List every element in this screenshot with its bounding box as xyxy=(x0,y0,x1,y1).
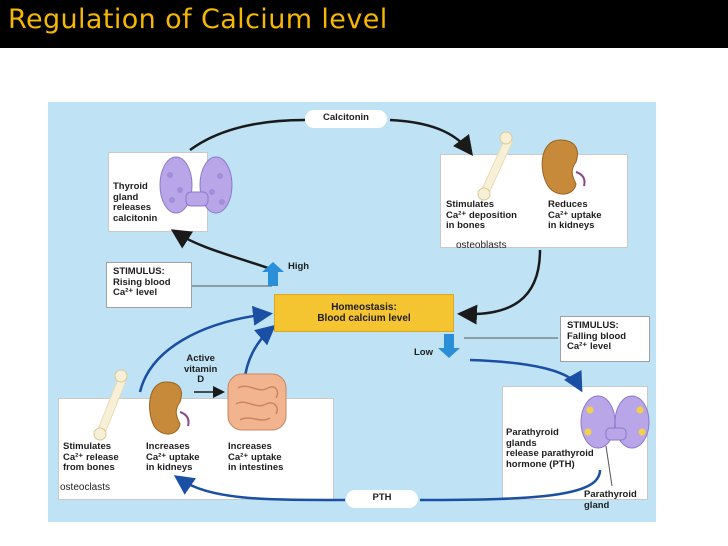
intestine-icon xyxy=(227,373,287,431)
homeostasis-box: Homeostasis: Blood calcium level xyxy=(274,294,454,332)
kidney-icon-bottom xyxy=(149,381,190,435)
osteoclasts-note: osteoclasts xyxy=(60,482,111,493)
arrow-low-to-parathyroid xyxy=(469,358,583,393)
high-label: High xyxy=(288,261,310,272)
arrow-calcitonin-to-effects xyxy=(389,118,474,156)
stimulus-rising-box: STIMULUS: Rising blood Ca²⁺ level xyxy=(106,262,192,308)
bone-icon-top xyxy=(477,131,513,201)
top-bone-effect-label: Stimulates Ca²⁺ deposition in bones xyxy=(446,199,517,231)
top-kidney-effect-label: Reduces Ca²⁺ uptake in kidneys xyxy=(548,199,602,231)
low-arrow xyxy=(438,334,460,358)
thyroid-label: Thyroid gland releases calcitonin xyxy=(113,181,158,224)
arrow-bone-to-homeostasis xyxy=(138,305,273,393)
pth-tag: PTH xyxy=(346,490,418,508)
top-effects-box xyxy=(440,154,628,248)
stimulus-rising-label: STIMULUS: Rising blood Ca²⁺ level xyxy=(113,266,171,298)
low-label: Low xyxy=(414,347,433,358)
title-bar: Regulation of Calcium level xyxy=(0,0,728,48)
connector-parathyroid-gland xyxy=(605,445,613,487)
parathyroid-release-label: Parathyroid glands release parathyroid h… xyxy=(506,427,594,470)
bone-icon-bottom xyxy=(93,369,128,441)
bottom-kidney-effect-label: Increases Ca²⁺ uptake in kidneys xyxy=(146,441,200,473)
slide-title: Regulation of Calcium level xyxy=(8,4,388,35)
thyroid-icon xyxy=(159,156,233,214)
arrow-effects-to-homeostasis xyxy=(457,249,542,325)
high-arrow xyxy=(262,262,284,286)
parathyroid-icon xyxy=(580,395,650,449)
arrow-thyroid-to-calcitonin xyxy=(189,118,306,152)
kidney-icon-top xyxy=(541,139,586,195)
osteoblasts-note: osteoblasts xyxy=(456,240,507,251)
calcitonin-tag: Calcitonin xyxy=(305,110,387,128)
arrow-pth-bottom xyxy=(419,469,602,502)
bottom-bone-effect-label: Stimulates Ca²⁺ release from bones xyxy=(63,441,119,473)
parathyroid-gland-label: Parathyroid gland xyxy=(584,489,637,511)
arrow-high-to-thyroid xyxy=(170,229,269,270)
stimulus-falling-label: STIMULUS: Falling blood Ca²⁺ level xyxy=(567,320,627,352)
stimulus-falling-box: STIMULUS: Falling blood Ca²⁺ level xyxy=(560,316,650,362)
intestine-effect-label: Increases Ca²⁺ uptake in intestines xyxy=(228,441,284,473)
active-vitamin-d-label: Active vitamin D xyxy=(184,353,218,385)
arrow-pth-to-bottom-box xyxy=(173,475,346,502)
